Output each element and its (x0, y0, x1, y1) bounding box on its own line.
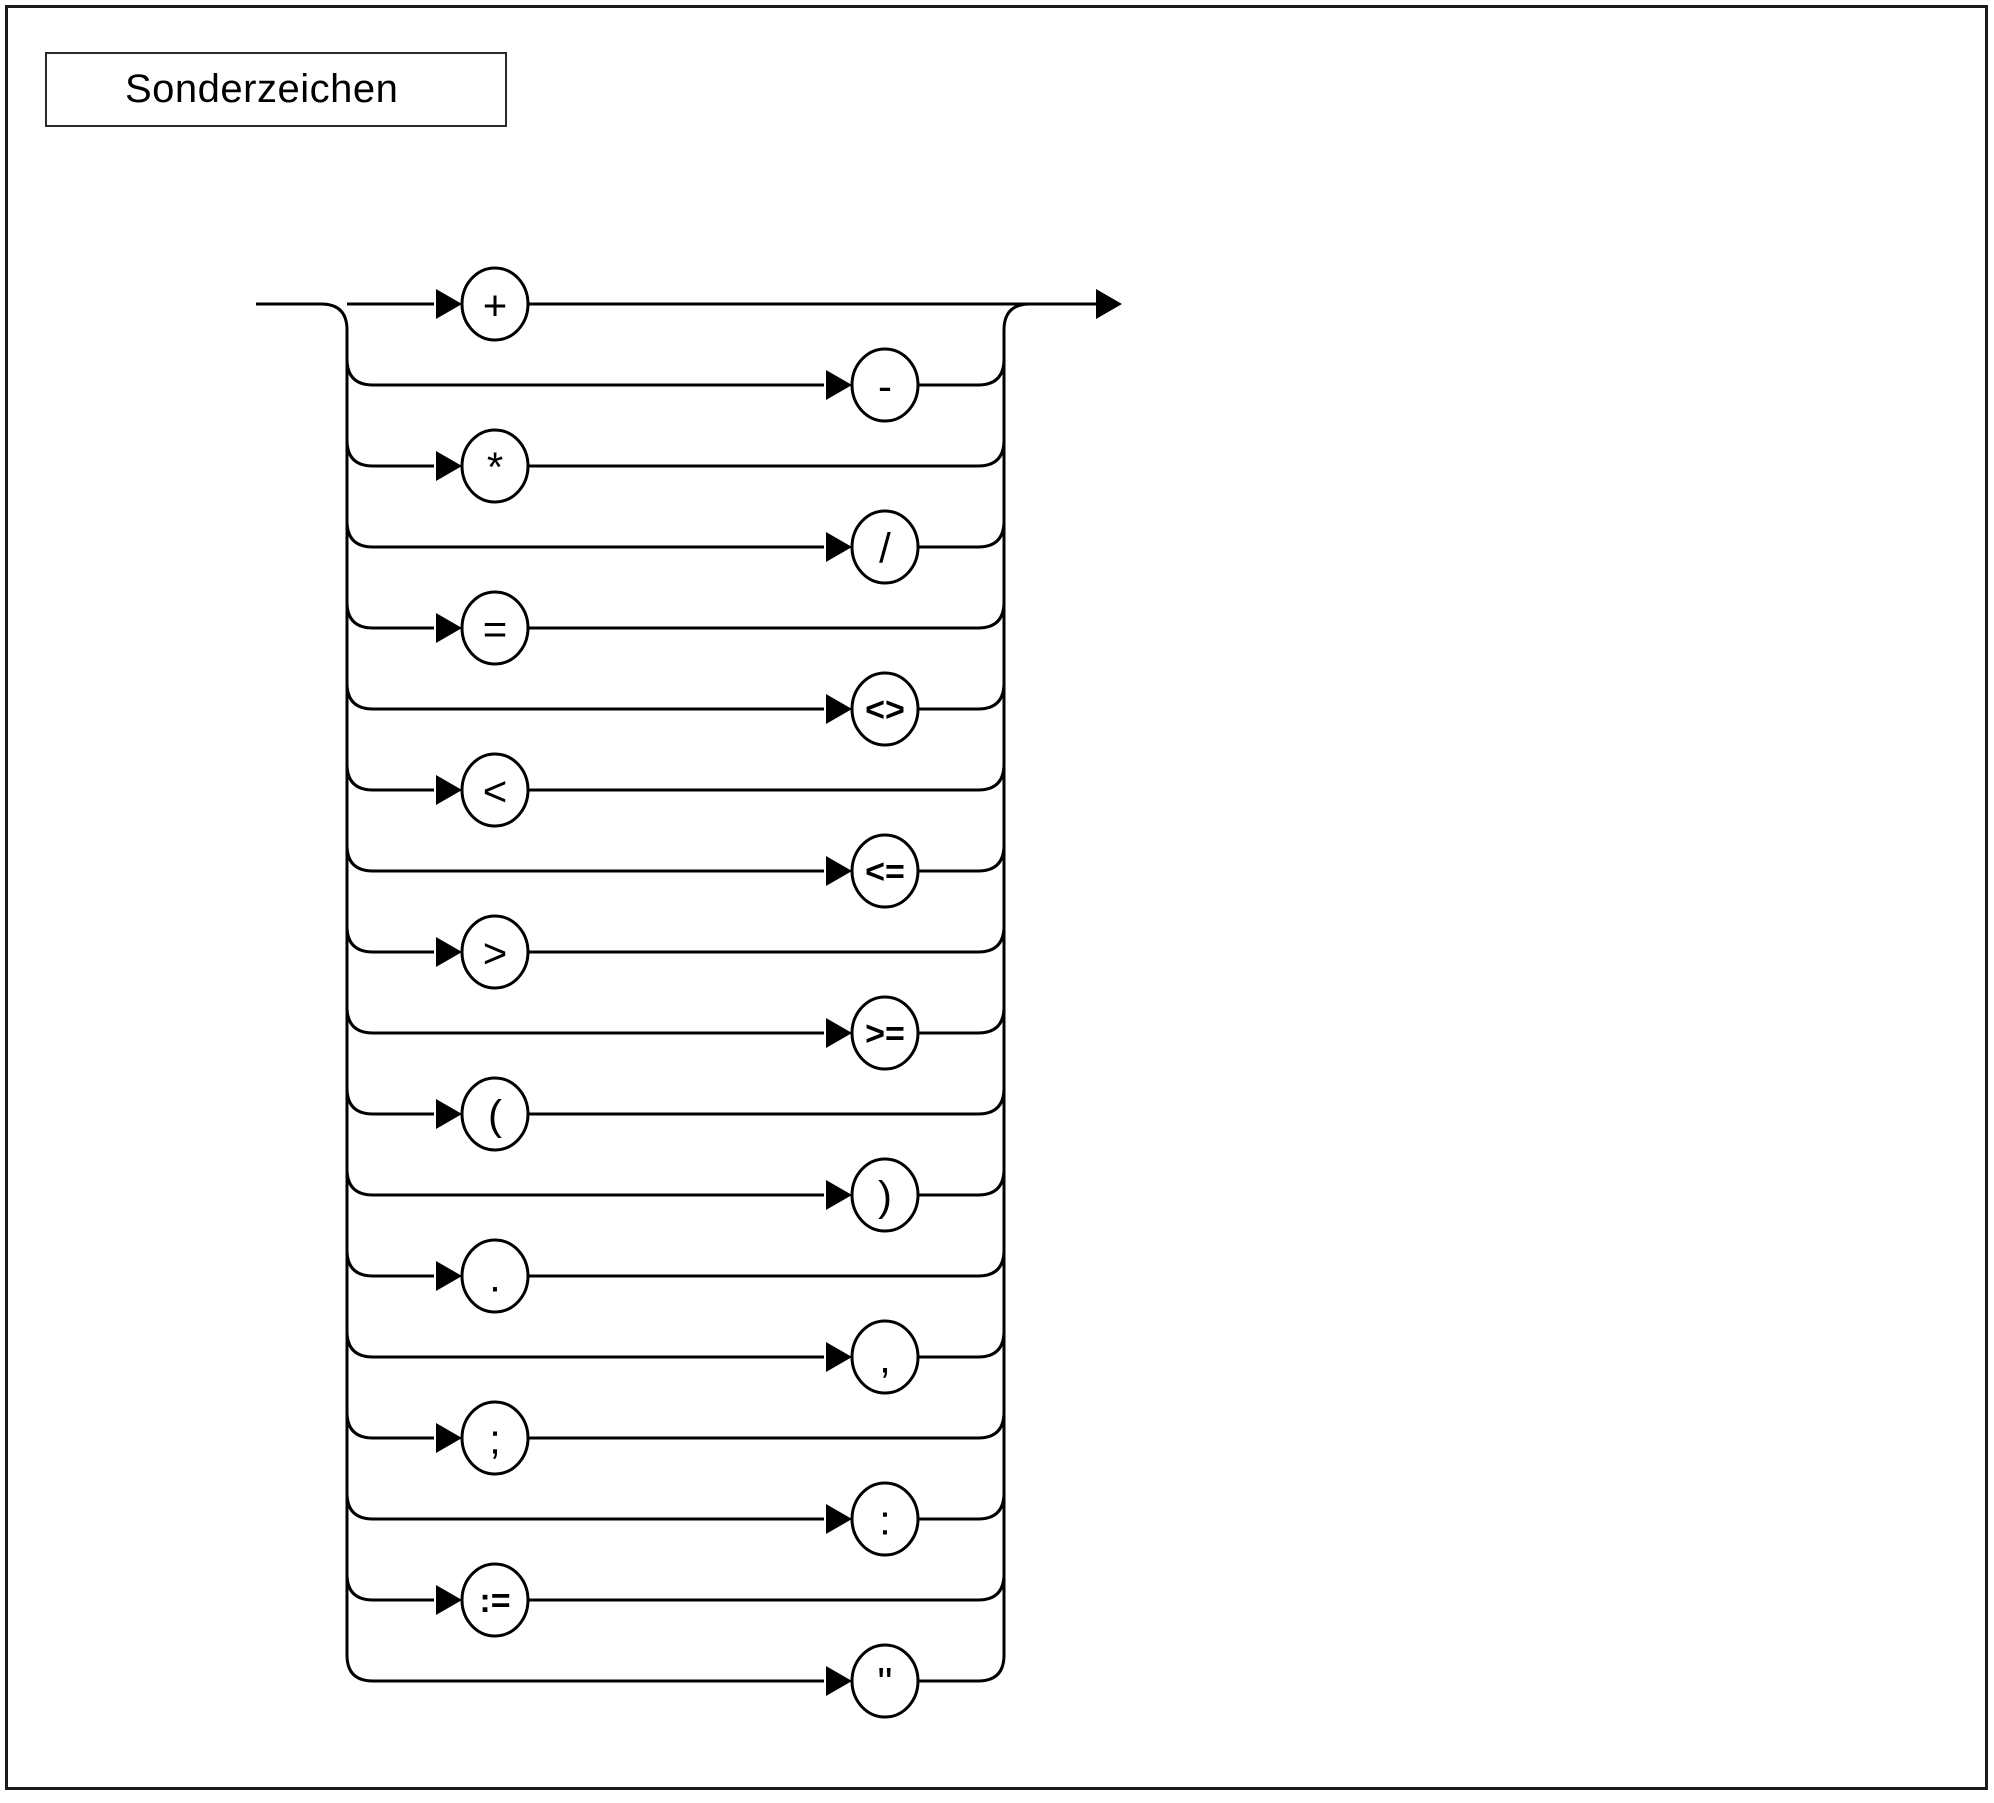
terminal-node-greater-equal[interactable] (850, 995, 920, 1071)
branch-out-rail (528, 763, 1006, 792)
terminal-node-minus[interactable] (850, 347, 920, 423)
left-vertical-rail (320, 302, 349, 1655)
branch-arrowhead-icon (436, 1099, 462, 1129)
terminal-label-double-quote: " (878, 1659, 893, 1706)
terminal-node-less-than[interactable] (460, 752, 530, 828)
terminal-node-greater-than[interactable] (460, 914, 530, 990)
terminal-label-period: . (489, 1254, 501, 1301)
terminal-node-comma[interactable] (850, 1319, 920, 1395)
terminal-node-assign[interactable] (460, 1562, 530, 1638)
branch-arrowhead-icon (826, 1666, 852, 1696)
branch-in-rail (345, 1573, 434, 1602)
branch-in-rail (345, 1249, 434, 1278)
terminal-label-comma: , (879, 1335, 891, 1382)
terminal-node-period[interactable] (460, 1238, 530, 1314)
branch-arrowhead-icon (826, 1504, 852, 1534)
branch-in-rail (345, 1006, 824, 1035)
branch-out-rail (528, 1573, 1006, 1602)
terminal-node-right-paren[interactable] (850, 1157, 920, 1233)
branch-out-rail (528, 439, 1006, 468)
right-vertical-rail (1002, 302, 1031, 1655)
terminal-node-equals[interactable] (460, 590, 530, 666)
terminal-label-colon: : (879, 1497, 891, 1544)
branch-in-rail (345, 844, 824, 873)
branch-arrowhead-icon (436, 775, 462, 805)
terminal-node-double-quote[interactable] (850, 1643, 920, 1719)
branch-in-rail (345, 1492, 824, 1521)
terminal-node-left-paren[interactable] (460, 1076, 530, 1152)
terminal-node-asterisk[interactable] (460, 428, 530, 504)
terminal-label-left-paren: ( (488, 1092, 502, 1139)
branch-out-rail (918, 1654, 1006, 1683)
terminal-node-colon[interactable] (850, 1481, 920, 1557)
branch-arrowhead-icon (436, 613, 462, 643)
terminal-node-less-equal[interactable] (850, 833, 920, 909)
branch-out-rail (528, 1411, 1006, 1440)
branch-out-rail (918, 682, 1006, 711)
title-box: Sonderzeichen (45, 52, 507, 127)
branch-arrowhead-icon (436, 937, 462, 967)
terminal-label-minus: - (878, 363, 892, 410)
terminal-label-asterisk: * (487, 444, 503, 491)
terminal-label-plus: + (483, 282, 508, 329)
terminal-label-less-equal: <= (865, 853, 905, 891)
branch-out-rail (918, 1492, 1006, 1521)
branch-in-rail (345, 763, 434, 792)
terminal-node-semicolon[interactable] (460, 1400, 530, 1476)
branch-in-rail (345, 1168, 824, 1197)
branch-out-rail (918, 844, 1006, 873)
branch-arrowhead-icon (436, 1423, 462, 1453)
branch-in-rail (345, 1654, 824, 1683)
terminal-label-slash: / (879, 525, 891, 572)
terminal-node-not-equals[interactable] (850, 671, 920, 747)
branch-arrowhead-icon (436, 1585, 462, 1615)
branch-arrowhead-icon (826, 694, 852, 724)
branch-in-rail (345, 439, 434, 468)
branch-in-rail (345, 520, 824, 549)
branch-out-rail (528, 1249, 1006, 1278)
branch-arrowhead-icon (826, 1342, 852, 1372)
branch-out-rail (918, 1330, 1006, 1359)
branch-out-rail (918, 358, 1006, 387)
terminal-label-less-than: < (483, 768, 508, 815)
diagram-arrowheads (436, 289, 1122, 1696)
branch-in-rail (345, 358, 824, 387)
branch-in-rail (345, 925, 434, 954)
branch-out-rail (918, 1006, 1006, 1035)
branch-out-rail (528, 925, 1006, 954)
branch-in-rail (345, 1411, 434, 1440)
branch-out-rail (528, 601, 1006, 630)
exit-arrowhead-icon (1096, 289, 1122, 319)
terminal-label-assign: := (479, 1582, 510, 1620)
terminal-label-semicolon: ; (489, 1416, 501, 1463)
branch-in-rail (345, 1330, 824, 1359)
terminal-label-greater-equal: >= (865, 1015, 905, 1053)
diagram-rails (256, 302, 1096, 1683)
branch-in-rail (345, 1087, 434, 1116)
branch-arrowhead-icon (436, 289, 462, 319)
branch-in-rail (345, 601, 434, 630)
terminal-node-slash[interactable] (850, 509, 920, 585)
page-title: Sonderzeichen (125, 67, 399, 111)
branch-in-rail (345, 682, 824, 711)
terminal-label-not-equals: <> (865, 691, 905, 729)
branch-arrowhead-icon (826, 1180, 852, 1210)
branch-arrowhead-icon (436, 451, 462, 481)
terminal-label-right-paren: ) (878, 1173, 892, 1220)
terminal-label-equals: = (483, 606, 508, 653)
terminal-label-greater-than: > (483, 930, 508, 977)
branch-arrowhead-icon (826, 532, 852, 562)
branch-arrowhead-icon (826, 370, 852, 400)
branch-out-rail (528, 1087, 1006, 1116)
branch-arrowhead-icon (826, 1018, 852, 1048)
branch-arrowhead-icon (436, 1261, 462, 1291)
terminal-node-plus[interactable] (460, 266, 530, 342)
diagram-terminal-nodes: +-*/=<><<=>>=().,;::=" (460, 266, 920, 1719)
branch-arrowhead-icon (826, 856, 852, 886)
branch-out-rail (918, 520, 1006, 549)
branch-out-rail (918, 1168, 1006, 1197)
